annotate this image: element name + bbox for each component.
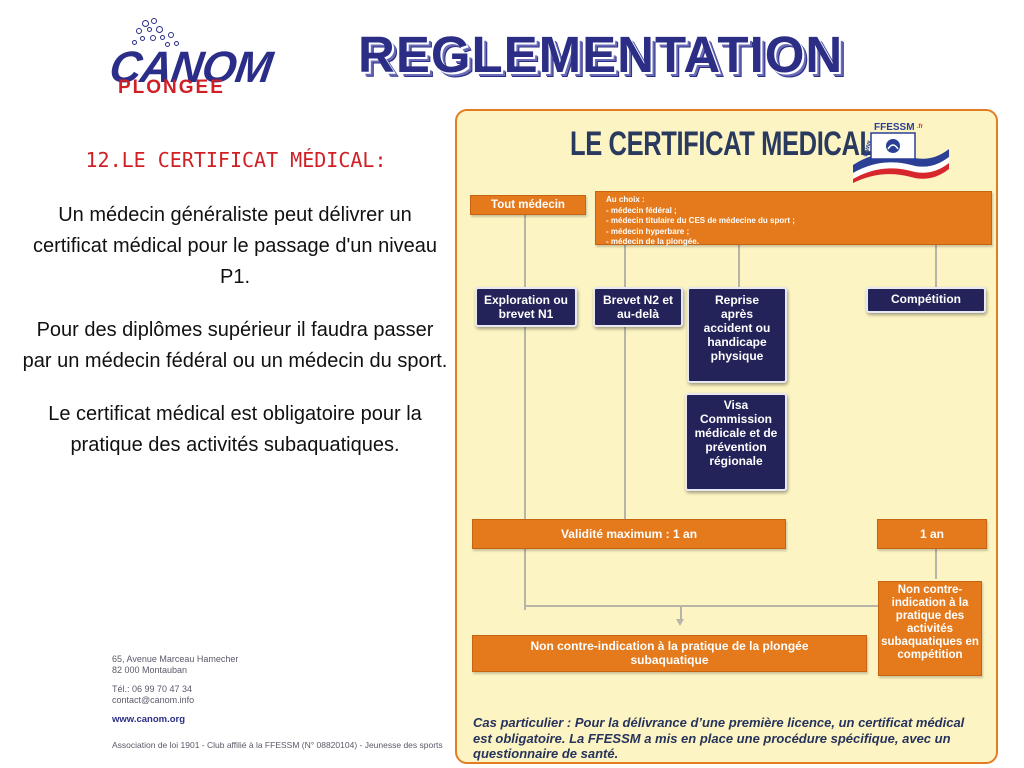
reprise-box: Reprise après accident ou handicape phys… (687, 287, 787, 383)
ffessm-logo: FFESSM .fr www. (853, 122, 949, 183)
list-item: - médecin de la plongée. (606, 237, 699, 246)
validite-box: Validité maximum : 1 an (472, 519, 786, 549)
ffessm-domain: .fr (917, 124, 924, 130)
non-contre-competition-label: Non contre-indication à la pratique des … (881, 584, 979, 661)
paragraph-3: Le certificat médical est obligatoire po… (48, 403, 422, 456)
brevet-n2-box: Brevet N2 et au-delà (593, 287, 683, 327)
cas-particulier-note: Cas particulier : Pour la délivrance d’u… (473, 715, 965, 761)
address-line-2: 82 000 Montauban (112, 665, 188, 675)
ffessm-www: www. (862, 138, 874, 158)
exploration-box: Exploration ou brevet N1 (475, 287, 577, 327)
list-item: - médecin hyperbare ; (606, 226, 690, 236)
un-an-box: 1 an (877, 519, 987, 549)
non-contre-indication-label: Non contre-indication à la pratique de l… (530, 639, 809, 667)
list-item: - médecin fédéral ; (606, 205, 677, 215)
list-item: - médecin titulaire du CES de médecine d… (606, 216, 795, 225)
tout-medecin-label: Tout médecin (491, 199, 565, 211)
non-contre-competition-box: Non contre-indication à la pratique des … (878, 581, 982, 676)
visa-label: Visa Commission médicale et de préventio… (694, 398, 778, 468)
exploration-label: Exploration ou brevet N1 (484, 293, 568, 321)
contact-block: 65, Avenue Marceau Hamecher 82 000 Monta… (112, 654, 238, 725)
non-contre-indication-box: Non contre-indication à la pratique de l… (472, 635, 867, 672)
doctor-choices-list: Au choix : - médecin fédéral ; - médecin… (596, 192, 991, 251)
legal-footer: Association de loi 1901 - Club affilié à… (112, 740, 443, 750)
competition-box: Compétition (866, 287, 986, 313)
un-an-label: 1 an (919, 527, 944, 541)
poster-title: LE CERTIFICAT MEDICAL (570, 125, 875, 163)
text-column: 12.LE CERTIFICAT MÉDICAL: Un médecin gén… (22, 148, 448, 483)
address-line-1: 65, Avenue Marceau Hamecher (112, 654, 239, 664)
reprise-label: Reprise après accident ou handicape phys… (703, 293, 771, 363)
paragraph-1: Un médecin généraliste peut délivrer un … (32, 204, 438, 288)
certificate-poster: LE CERTIFICAT MEDICAL FFESSM .fr www. To… (455, 109, 998, 764)
ffessm-label: FFESSM (874, 122, 915, 133)
validite-label: Validité maximum : 1 an (560, 527, 698, 541)
website-link[interactable]: www.canom.org (112, 714, 186, 725)
competition-label: Compétition (891, 292, 961, 306)
paragraph-2: Pour des diplômes supérieur il faudra pa… (22, 319, 448, 372)
bubbles-icon (120, 18, 180, 54)
logo-subtitle: PLONGEE (118, 77, 225, 98)
brevet-n2-label: Brevet N2 et au-delà (602, 293, 674, 321)
tout-medecin-box: Tout médecin (470, 195, 586, 215)
au-choix-label: Au choix : (606, 195, 645, 204)
au-choix-box: Au choix : - médecin fédéral ; - médecin… (595, 191, 992, 246)
page-title: REGLEMENTATION (358, 26, 844, 83)
visa-box: Visa Commission médicale et de préventio… (685, 393, 787, 491)
email: contact@canom.info (112, 695, 195, 705)
section-heading: 12.LE CERTIFICAT MÉDICAL: (85, 148, 387, 172)
canom-logo: CANOM PLONGEE (107, 18, 288, 98)
phone: Tél.: 06 99 70 47 34 (112, 684, 193, 694)
